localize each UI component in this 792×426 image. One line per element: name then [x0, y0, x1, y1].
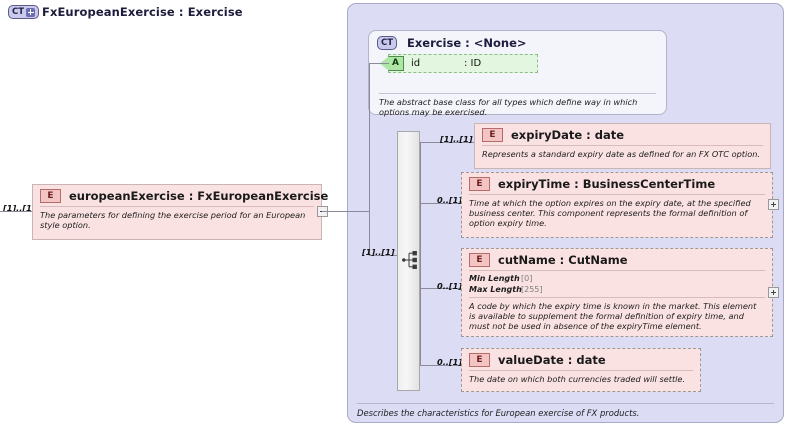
facet-value: [255]: [521, 284, 543, 294]
element-expiryTime-body: Time at which the option expires on the …: [469, 194, 765, 232]
element-europeanExercise-title: europeanExercise : FxEuropeanExercise: [69, 189, 329, 203]
element-badge: E: [482, 128, 503, 142]
element-cutName-header: E cutName : CutName: [462, 249, 772, 270]
connector-child-1: [420, 203, 461, 204]
complex-type-badge-label: CT: [12, 6, 25, 17]
connector-child-2: [420, 288, 461, 289]
attribute-name: id: [411, 58, 421, 69]
element-badge: E: [469, 353, 490, 367]
sequence-icon: [402, 251, 417, 269]
element-cutName-description: A code by which the expiry time is known…: [469, 301, 757, 332]
element-expiryTime-description: Time at which the option expires on the …: [469, 198, 751, 229]
element-expiryDate[interactable]: E expiryDate : date Represents a standar…: [474, 123, 771, 169]
element-expiryTime[interactable]: E expiryTime : BusinessCenterTime Time a…: [461, 172, 773, 238]
element-badge: E: [40, 189, 61, 203]
facet-label: Max Length: [469, 284, 522, 294]
element-expiryTime-header: E expiryTime : BusinessCenterTime: [462, 173, 772, 194]
base-type-badge[interactable]: CT: [377, 36, 397, 50]
cardinality-sequence: [1]..[1]: [362, 247, 395, 257]
cardinality-cutName: 0..[1]: [437, 281, 463, 291]
element-expiryDate-description: Represents a standard expiry date as def…: [482, 149, 761, 159]
connector-sequence-horizontal: [369, 255, 398, 256]
connector-root-stub: [322, 211, 331, 212]
connector-root-left-stub: [0, 211, 32, 212]
element-europeanExercise[interactable]: E europeanExercise : FxEuropeanExercise …: [32, 184, 328, 240]
attribute-type: : ID: [464, 58, 482, 69]
element-europeanExercise-header: E europeanExercise : FxEuropeanExercise: [33, 185, 328, 206]
cardinality-expiryDate: [1]..[1]: [440, 134, 473, 144]
element-badge: E: [469, 177, 490, 191]
connector-children-spine: [420, 142, 421, 365]
element-cutName-facets: Min Length[0] Max Length[255]: [469, 274, 765, 295]
element-valueDate-title: valueDate : date: [498, 353, 606, 367]
connector-child-3: [420, 365, 461, 366]
element-cutName-body: Min Length[0] Max Length[255] A code by …: [469, 270, 765, 335]
cardinality-expiryTime: 0..[1]: [437, 195, 463, 205]
element-valueDate-body: The date on which both currencies traded…: [469, 370, 693, 387]
facet-divider: [469, 297, 765, 298]
complex-type-title: FxEuropeanExercise : Exercise: [42, 5, 243, 19]
element-expiryDate-header: E expiryDate : date: [475, 124, 770, 145]
connector-child-0: [420, 142, 474, 143]
element-europeanExercise-description: The parameters for defining the exercise…: [40, 210, 306, 231]
element-europeanExercise-body: The parameters for defining the exercise…: [40, 206, 314, 233]
element-expiryDate-body: Represents a standard expiry date as def…: [482, 145, 763, 162]
complex-type-footer-note: Describes the characteristics for Europe…: [357, 403, 774, 418]
element-cutName-title: cutName : CutName: [498, 253, 628, 267]
element-valueDate-header: E valueDate : date: [462, 349, 700, 370]
cardinality-root-element: [1]..[1]: [3, 203, 36, 213]
element-expiryTime-title: expiryTime : BusinessCenterTime: [498, 177, 716, 191]
facet-row-max-length: Max Length[255]: [469, 285, 765, 296]
plus-icon[interactable]: [26, 7, 36, 17]
connector-root-horizontal: [331, 211, 369, 212]
base-type-description: The abstract base class for all types wh…: [379, 93, 656, 117]
element-cutName[interactable]: E cutName : CutName Min Length[0] Max Le…: [461, 248, 773, 337]
connector-attribute: [369, 63, 389, 64]
expand-button-cutName[interactable]: [768, 287, 779, 298]
complex-type-badge[interactable]: CT: [8, 5, 40, 19]
element-valueDate[interactable]: E valueDate : date The date on which bot…: [461, 348, 701, 392]
facet-label: Min Length: [469, 274, 520, 283]
attribute-id-box[interactable]: A id : ID: [380, 54, 538, 73]
cardinality-valueDate: 0..[1]: [437, 357, 463, 367]
facet-value: [0]: [521, 274, 533, 283]
element-valueDate-description: The date on which both currencies traded…: [469, 374, 686, 384]
expand-button-expiryTime[interactable]: [768, 199, 779, 210]
facet-row-min-length: Min Length[0]: [469, 274, 765, 285]
element-expiryDate-title: expiryDate : date: [511, 128, 625, 142]
element-badge: E: [469, 253, 490, 267]
base-type-title: Exercise : <None>: [407, 36, 527, 50]
connector-trunk-vertical: [369, 63, 370, 255]
